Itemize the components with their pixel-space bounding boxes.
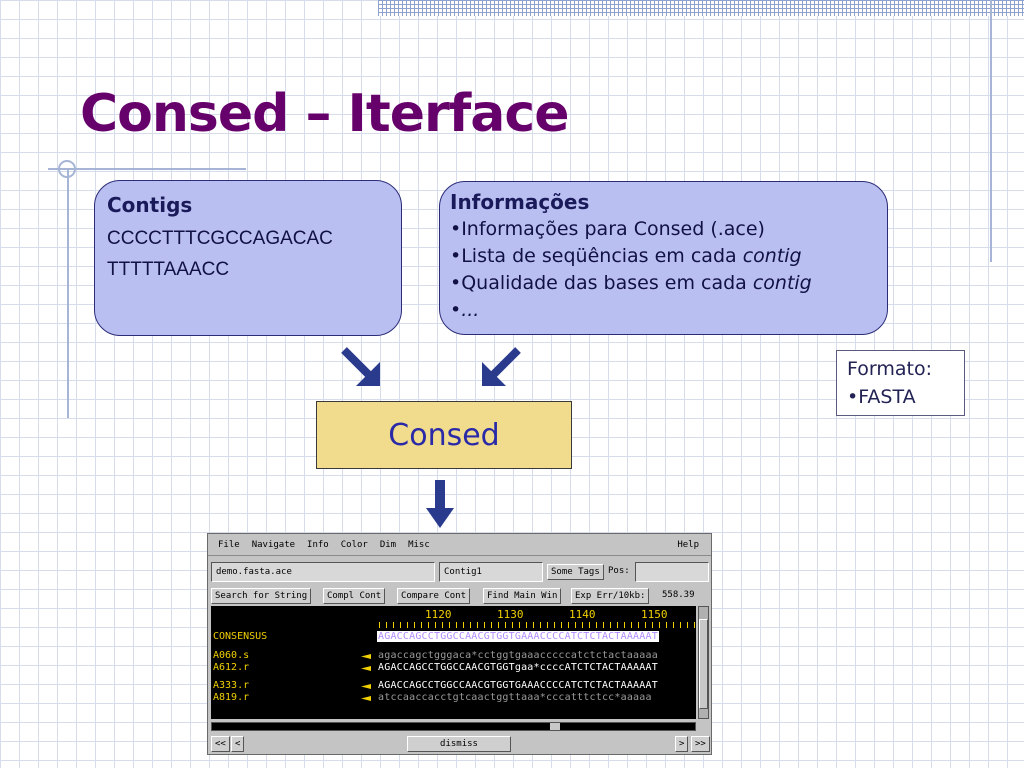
menu-bar: File Navigate Info Color Dim Misc Help	[208, 534, 711, 556]
compare-cont-button[interactable]: Compare Cont	[397, 588, 471, 604]
read-name: A060.s	[213, 650, 250, 661]
exp-err-value: 558.39	[662, 590, 695, 600]
menu-navigate[interactable]: Navigate	[251, 539, 296, 550]
read-name: A612.r	[213, 662, 250, 673]
contig-sequence-line1: CCCCTTTCGCCAGACAC	[107, 228, 333, 249]
menu-file[interactable]: File	[218, 539, 240, 550]
decorative-line-horizontal	[48, 168, 246, 170]
ruler-label: 1130	[497, 608, 524, 621]
horizontal-scrollbar[interactable]	[211, 722, 696, 731]
vertical-scrollbar[interactable]	[698, 606, 709, 719]
decorative-line-left	[67, 168, 69, 418]
dismiss-button[interactable]: dismiss	[407, 736, 511, 752]
consed-app-window: File Navigate Info Color Dim Misc Help d…	[207, 533, 712, 755]
search-for-string-button[interactable]: Search for String	[211, 588, 312, 604]
read-seq-consensus: AGACCAGCCTGGCCAACGTGGTGAAACCCCATCTCTACTA…	[377, 631, 659, 642]
read-seq: AGACCAGCCTGGCCAACGTGGTgaa*ccccATCTCTACTA…	[378, 662, 658, 673]
contigs-heading: Contigs	[107, 193, 193, 217]
prev-page-button[interactable]: <	[231, 736, 245, 752]
position-ruler: 1120 1130 1140 1150	[379, 606, 696, 626]
bottom-bar: << < dismiss > >>	[211, 735, 710, 753]
info-item: •...	[450, 299, 480, 321]
read-seq: atccaaccacctgtcaactggttaaa*cccatttctcc*a…	[378, 692, 652, 703]
vertical-scroll-thumb[interactable]	[699, 619, 708, 709]
info-item: •Qualidade das bases em cada contig	[450, 272, 812, 294]
arrow-down-icon	[426, 480, 454, 528]
ruler-label: 1140	[569, 608, 596, 621]
toolbar: Search for String Compl Cont Compare Con…	[211, 587, 709, 605]
contig-field[interactable]: Contig1	[439, 562, 543, 582]
info-row: demo.fasta.ace Contig1 Some Tags Pos:	[211, 562, 709, 584]
decorative-line-right	[990, 0, 992, 262]
first-page-button[interactable]: <<	[211, 736, 230, 752]
some-tags-button[interactable]: Some Tags	[547, 564, 604, 580]
read-direction-icon	[361, 654, 371, 659]
read-direction-icon	[361, 696, 371, 701]
pos-label: Pos:	[608, 566, 630, 576]
menu-info[interactable]: Info	[307, 539, 329, 550]
decorative-top-band	[378, 0, 1024, 16]
last-page-button[interactable]: >>	[691, 736, 710, 752]
compl-cont-button[interactable]: Compl Cont	[323, 588, 386, 604]
ruler-label: 1120	[425, 608, 452, 621]
formato-value: •FASTA	[847, 386, 916, 408]
consed-box: Consed	[316, 401, 572, 469]
info-item: •Informações para Consed (.ace)	[450, 218, 765, 240]
contigs-box: Contigs CCCCTTTCGCCAGACAC TTTTTAAACC	[94, 180, 402, 336]
ruler-label: 1150	[641, 608, 668, 621]
pos-field[interactable]	[635, 562, 709, 582]
read-direction-icon	[361, 666, 371, 671]
slide-title: Consed – Iterface	[80, 84, 569, 144]
exp-err-button[interactable]: Exp Err/10kb:	[571, 588, 650, 604]
informacoes-box: Informações •Informações para Consed (.a…	[439, 181, 888, 335]
contig-sequence-line2: TTTTTAAACC	[107, 259, 230, 280]
read-name-consensus: CONSENSUS	[213, 631, 268, 642]
read-seq: agaccagctgggaca*cctggtgaaacccccatctctact…	[378, 650, 658, 661]
next-page-button[interactable]: >	[675, 736, 689, 752]
menu-dim[interactable]: Dim	[379, 539, 397, 550]
contig-sequence: CCCCTTTCGCCAGACAC TTTTTAAACC	[107, 223, 389, 285]
file-name-field[interactable]: demo.fasta.ace	[211, 562, 435, 582]
menu-help[interactable]: Help	[677, 540, 699, 550]
ruler-ticks	[379, 622, 696, 628]
info-item: •Lista de seqüências em cada contig	[450, 245, 802, 267]
arrow-down-left-icon	[482, 347, 521, 386]
arrow-down-right-icon	[341, 347, 380, 386]
menu-color[interactable]: Color	[340, 539, 368, 550]
menu-misc[interactable]: Misc	[408, 539, 430, 550]
informacoes-heading: Informações	[450, 190, 590, 214]
read-name: A333.r	[213, 680, 250, 691]
horizontal-scroll-thumb[interactable]	[550, 723, 560, 730]
formato-box: Formato: •FASTA	[836, 350, 965, 416]
read-name: A819.r	[213, 692, 250, 703]
formato-label: Formato:	[847, 358, 932, 380]
alignment-display[interactable]: 1120 1130 1140 1150 CONSENSUS AGACCAGCCT…	[211, 606, 696, 719]
read-seq: AGACCAGCCTGGCCAACGTGGTGAAACCCCATCTCTACTA…	[378, 680, 658, 691]
find-main-win-button[interactable]: Find Main Win	[483, 588, 562, 604]
decorative-circle	[58, 160, 76, 178]
informacoes-list: •Informações para Consed (.ace) •Lista d…	[450, 216, 877, 324]
read-direction-icon	[361, 684, 371, 689]
